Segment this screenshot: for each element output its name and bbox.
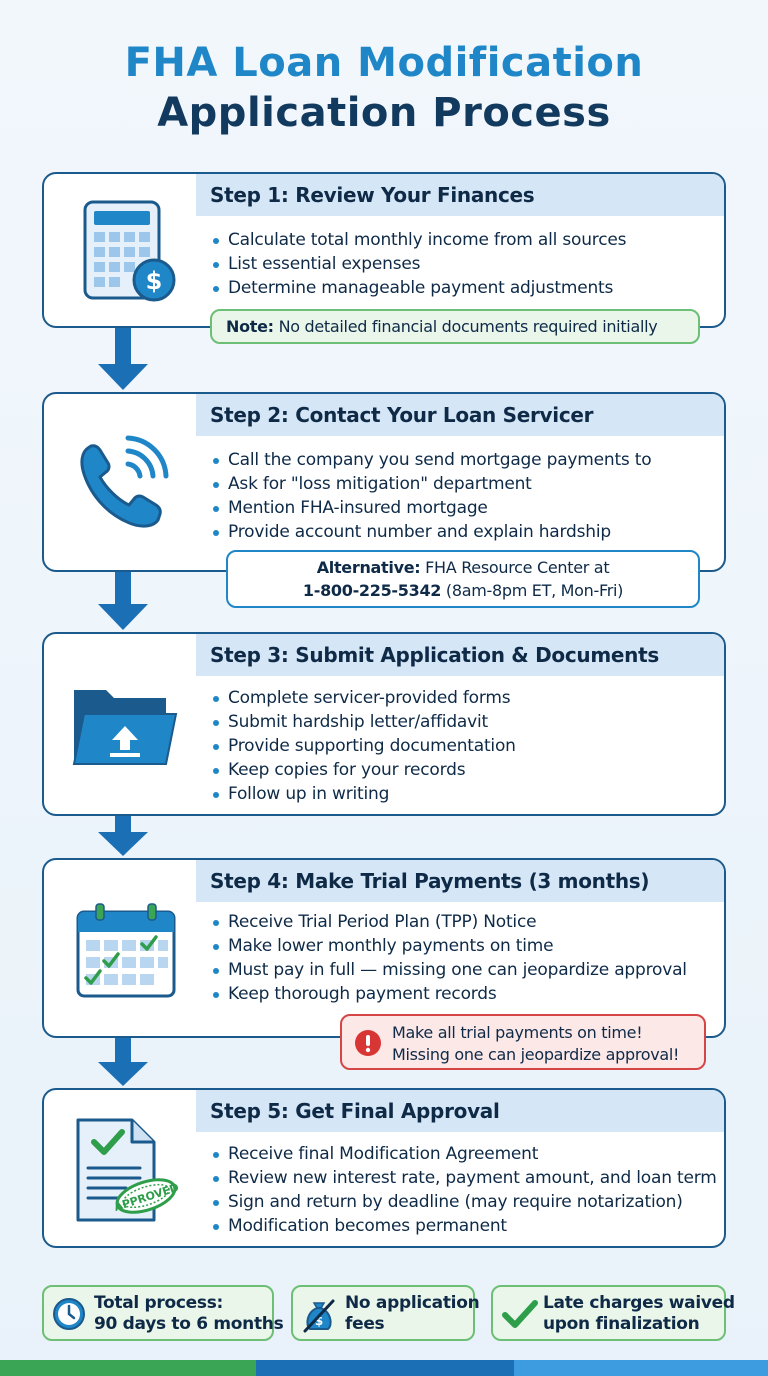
footer-1-line-1: Total process:	[94, 1293, 224, 1313]
footer-3-line-1: Late charges waived	[543, 1293, 735, 1313]
footer-1-line-2: 90 days to 6 months	[94, 1314, 284, 1334]
step-2-bullets: Call the company you send mortgage payme…	[212, 448, 652, 544]
list-item: Complete servicer-provided forms	[212, 686, 516, 710]
note-label: Note:	[226, 317, 274, 336]
approved-document-icon: APPROVED	[70, 1116, 185, 1230]
step-3-card: Step 3: Submit Application & Documents C…	[42, 632, 726, 816]
arrow-down-icon	[98, 572, 148, 630]
list-item: Receive Trial Period Plan (TPP) Notice	[212, 910, 687, 934]
footer-total-process: Total process: 90 days to 6 months	[42, 1285, 284, 1341]
list-item: Sign and return by deadline (may require…	[212, 1190, 717, 1214]
list-item: Calculate total monthly income from all …	[212, 228, 626, 252]
arrow-down-icon	[98, 816, 148, 856]
step-3-bullets: Complete servicer-provided forms Submit …	[212, 686, 516, 806]
bottom-color-bar-navy	[256, 1360, 514, 1376]
step-4-card: Step 4: Make Trial Payments (3 months) R…	[42, 858, 726, 1038]
step-5-heading: Step 5: Get Final Approval	[196, 1090, 724, 1132]
step-2-heading: Step 2: Contact Your Loan Servicer	[196, 394, 724, 436]
step-4-warning-box: Make all trial payments on time! Missing…	[340, 1014, 706, 1070]
note-text: No detailed financial documents required…	[273, 317, 658, 336]
footer-2-line-1: No application	[345, 1293, 480, 1313]
list-item: Call the company you send mortgage payme…	[212, 448, 652, 472]
money-bag-crossed-icon: $	[303, 1299, 335, 1333]
step-3-heading: Step 3: Submit Application & Documents	[196, 634, 724, 676]
bottom-color-bar-blue	[514, 1360, 768, 1376]
list-item: Ask for "loss mitigation" department	[212, 472, 651, 496]
page-title-line-1: FHA Loan Modification	[124, 40, 644, 86]
arrow-down-icon	[98, 328, 148, 390]
step-4-bullets: Receive Trial Period Plan (TPP) Notice M…	[212, 910, 687, 1006]
phone-icon	[70, 432, 180, 536]
alert-icon	[355, 1030, 381, 1056]
step-4-heading: Step 4: Make Trial Payments (3 months)	[196, 860, 724, 902]
step-2-card: Step 2: Contact Your Loan Servicer Call …	[42, 392, 726, 572]
list-item: Keep thorough payment records	[212, 982, 687, 1006]
list-item: List essential expenses	[212, 252, 626, 276]
list-item: Provide account number and explain hards…	[212, 520, 651, 544]
list-item: Must pay in full — missing one can jeopa…	[212, 958, 687, 982]
list-item: Keep copies for your records	[212, 758, 516, 782]
list-item: Follow up in writing	[212, 782, 516, 806]
footer-3-line-2: upon finalization	[543, 1314, 700, 1334]
alternative-phone: 1-800-225-5342	[302, 581, 442, 600]
svg-text:$: $	[315, 1314, 323, 1328]
bottom-color-bar-green	[0, 1360, 256, 1376]
warning-line-1: Make all trial payments on time!	[392, 1023, 643, 1042]
alternative-label: Alternative:	[316, 558, 421, 577]
list-item: Submit hardship letter/affidavit	[212, 710, 516, 734]
checkmark-icon	[502, 1300, 538, 1328]
page-title-line-2: Application Process	[157, 90, 611, 136]
list-item: Determine manageable payment adjustments	[212, 276, 626, 300]
list-item: Review new interest rate, payment amount…	[212, 1166, 717, 1190]
step-1-heading: Step 1: Review Your Finances	[196, 174, 724, 216]
alternative-text: FHA Resource Center at	[420, 558, 610, 577]
step-1-card: Step 1: Review Your Finances $ Calculate…	[42, 172, 726, 328]
step-5-bullets: Receive final Modification Agreement Rev…	[212, 1142, 717, 1238]
calculator-dollar-icon: $	[70, 200, 180, 309]
folder-upload-icon	[70, 680, 180, 774]
step-5-card: Step 5: Get Final Approval APPROVED Rece…	[42, 1088, 726, 1248]
arrow-down-icon	[98, 1038, 148, 1086]
footer-late-charges: Late charges waived upon finalization	[491, 1285, 735, 1341]
list-item: Make lower monthly payments on time	[212, 934, 687, 958]
step-1-bullets: Calculate total monthly income from all …	[212, 228, 626, 300]
warning-line-2: Missing one can jeopardize approval!	[392, 1045, 680, 1064]
calendar-check-icon	[70, 902, 180, 1006]
list-item: Mention FHA-insured mortgage	[212, 496, 651, 520]
footer-2-line-2: fees	[345, 1314, 385, 1334]
step-2-alternative-box: Alternative: FHA Resource Center at 1-80…	[226, 550, 700, 608]
footer-no-fees: $ No application fees	[291, 1285, 480, 1341]
step-1-note: Note: No detailed financial documents re…	[210, 309, 700, 344]
list-item: Receive final Modification Agreement	[212, 1142, 717, 1166]
list-item: Provide supporting documentation	[212, 734, 516, 758]
svg-text:$: $	[146, 267, 163, 295]
list-item: Modification becomes permanent	[212, 1214, 717, 1238]
alternative-hours: (8am-8pm ET, Mon-Fri)	[441, 581, 624, 600]
clock-icon	[53, 1298, 85, 1330]
